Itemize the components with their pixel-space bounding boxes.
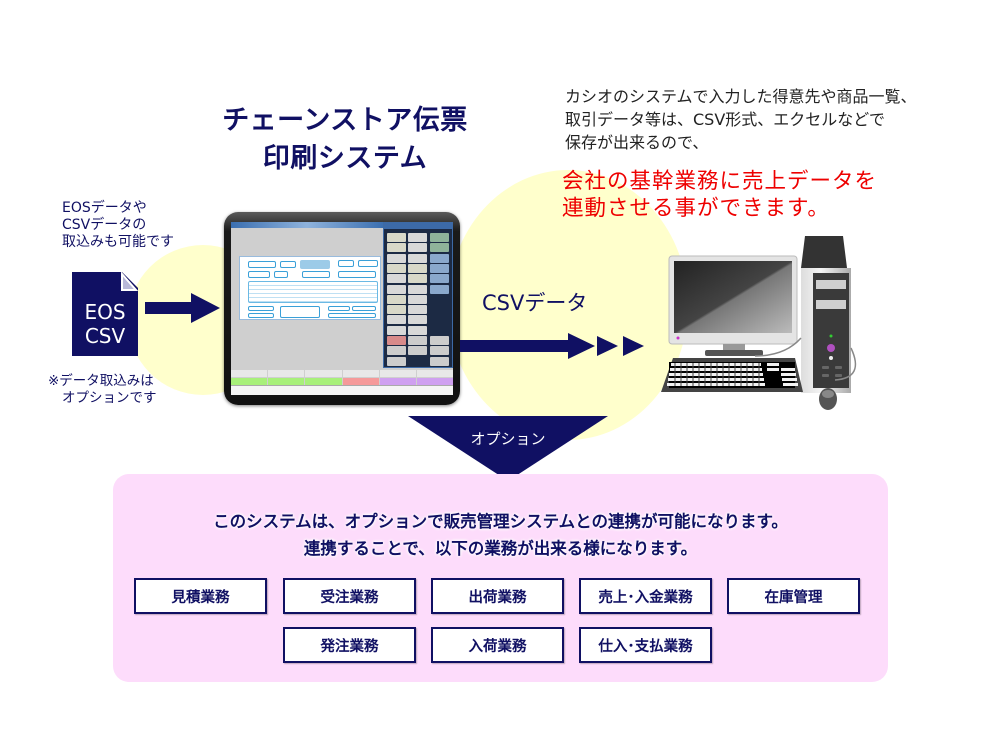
option-panel: このシステムは、オプションで販売管理システムとの連携が可能になります。 連携する… bbox=[113, 474, 888, 682]
arrow-right-icon bbox=[460, 333, 644, 359]
function-key bbox=[387, 325, 406, 335]
triangle-down-icon bbox=[408, 416, 608, 481]
task-purchase-order: 発注業務 bbox=[283, 627, 416, 663]
function-key bbox=[408, 305, 427, 315]
footnote-line: ※データ取込みは bbox=[48, 373, 154, 389]
function-key bbox=[408, 274, 427, 284]
task-sales-payment: 売上･入金業務 bbox=[579, 578, 712, 614]
function-key bbox=[430, 346, 449, 356]
import-note-line: 取込みも可能です bbox=[62, 234, 174, 250]
document-icon: EOS CSV bbox=[72, 271, 139, 356]
task-order-receiving: 受注業務 bbox=[283, 578, 416, 614]
desktop-computer-icon bbox=[661, 236, 857, 410]
task-shipping: 出荷業務 bbox=[431, 578, 564, 614]
function-key bbox=[387, 284, 406, 294]
description-text: カシオのシステムで入力した得意先や商品一覧、 取引データ等は、CSV形式、エクセ… bbox=[565, 85, 985, 154]
function-key bbox=[387, 336, 406, 345]
title-line-2: 印刷システム bbox=[262, 143, 428, 174]
window-titlebar bbox=[231, 222, 383, 228]
function-key bbox=[430, 274, 449, 284]
option-panel-line-1: このシステムは、オプションで販売管理システムとの連携が可能になります。 bbox=[213, 512, 788, 531]
import-note-line: EOSデータや bbox=[62, 200, 147, 216]
import-note: EOSデータや CSVデータの 取込みも可能です bbox=[62, 200, 222, 251]
function-key-row-colored bbox=[231, 378, 453, 385]
function-key bbox=[387, 356, 406, 366]
function-key bbox=[387, 315, 406, 325]
highlight-line: 連動させる事ができます。 bbox=[562, 196, 830, 221]
function-key bbox=[408, 294, 427, 304]
status-bar bbox=[231, 385, 453, 395]
function-key bbox=[387, 294, 406, 304]
function-key bbox=[430, 243, 449, 253]
highlight-circle-center bbox=[448, 170, 688, 440]
description-line: 取引データ等は、CSV形式、エクセルなどで bbox=[565, 110, 885, 129]
function-key bbox=[387, 305, 406, 315]
function-key-row bbox=[231, 370, 453, 377]
option-label: オプション bbox=[470, 430, 546, 448]
function-key bbox=[430, 263, 449, 273]
function-key bbox=[430, 284, 449, 294]
function-key bbox=[430, 233, 449, 242]
function-key bbox=[408, 336, 427, 345]
task-estimate: 見積業務 bbox=[134, 578, 267, 614]
function-key bbox=[408, 243, 427, 253]
tablet-device bbox=[224, 212, 460, 405]
function-key bbox=[387, 263, 406, 273]
arrow-right-icon bbox=[145, 293, 220, 323]
function-key bbox=[408, 284, 427, 294]
app-screen bbox=[231, 222, 453, 395]
description-line: カシオのシステムで入力した得意先や商品一覧、 bbox=[565, 87, 917, 106]
function-key bbox=[408, 253, 427, 263]
import-footnote: ※データ取込みは オプションです bbox=[48, 373, 218, 407]
task-receiving: 入荷業務 bbox=[431, 627, 564, 663]
function-key bbox=[408, 346, 427, 356]
function-key bbox=[387, 243, 406, 253]
highlight-line: 会社の基幹業務に売上データを bbox=[562, 169, 878, 194]
diagram-title: チェーンストア伝票 印刷システム bbox=[200, 102, 490, 178]
function-key bbox=[387, 346, 406, 356]
import-note-line: CSVデータの bbox=[62, 217, 147, 233]
footnote-line: オプションです bbox=[62, 390, 157, 406]
slip-form-preview bbox=[239, 256, 381, 320]
description-line: 保存が出来るので、 bbox=[565, 133, 709, 152]
csv-data-label: CSVデータ bbox=[482, 291, 588, 315]
document-label-csv: CSV bbox=[84, 324, 126, 348]
function-key bbox=[387, 233, 406, 242]
option-panel-line-2: 連携することで、以下の業務が出来る様になります。 bbox=[303, 539, 698, 558]
function-key bbox=[430, 356, 449, 366]
function-key bbox=[387, 274, 406, 284]
option-panel-text: このシステムは、オプションで販売管理システムとの連携が可能になります。 連携する… bbox=[113, 508, 888, 562]
title-line-1: チェーンストア伝票 bbox=[222, 105, 468, 136]
document-label-eos: EOS bbox=[84, 300, 126, 324]
function-key bbox=[408, 315, 427, 325]
function-key bbox=[408, 233, 427, 242]
function-key bbox=[387, 253, 406, 263]
description-highlight: 会社の基幹業務に売上データを 連動させる事ができます。 bbox=[562, 168, 982, 222]
function-key bbox=[430, 336, 449, 345]
function-key bbox=[408, 263, 427, 273]
document-shape bbox=[72, 271, 139, 356]
task-purchase-payment: 仕入･支払業務 bbox=[579, 627, 712, 663]
function-key bbox=[430, 253, 449, 263]
function-key-panel bbox=[383, 222, 453, 368]
task-inventory: 在庫管理 bbox=[727, 578, 860, 614]
function-key bbox=[408, 325, 427, 335]
